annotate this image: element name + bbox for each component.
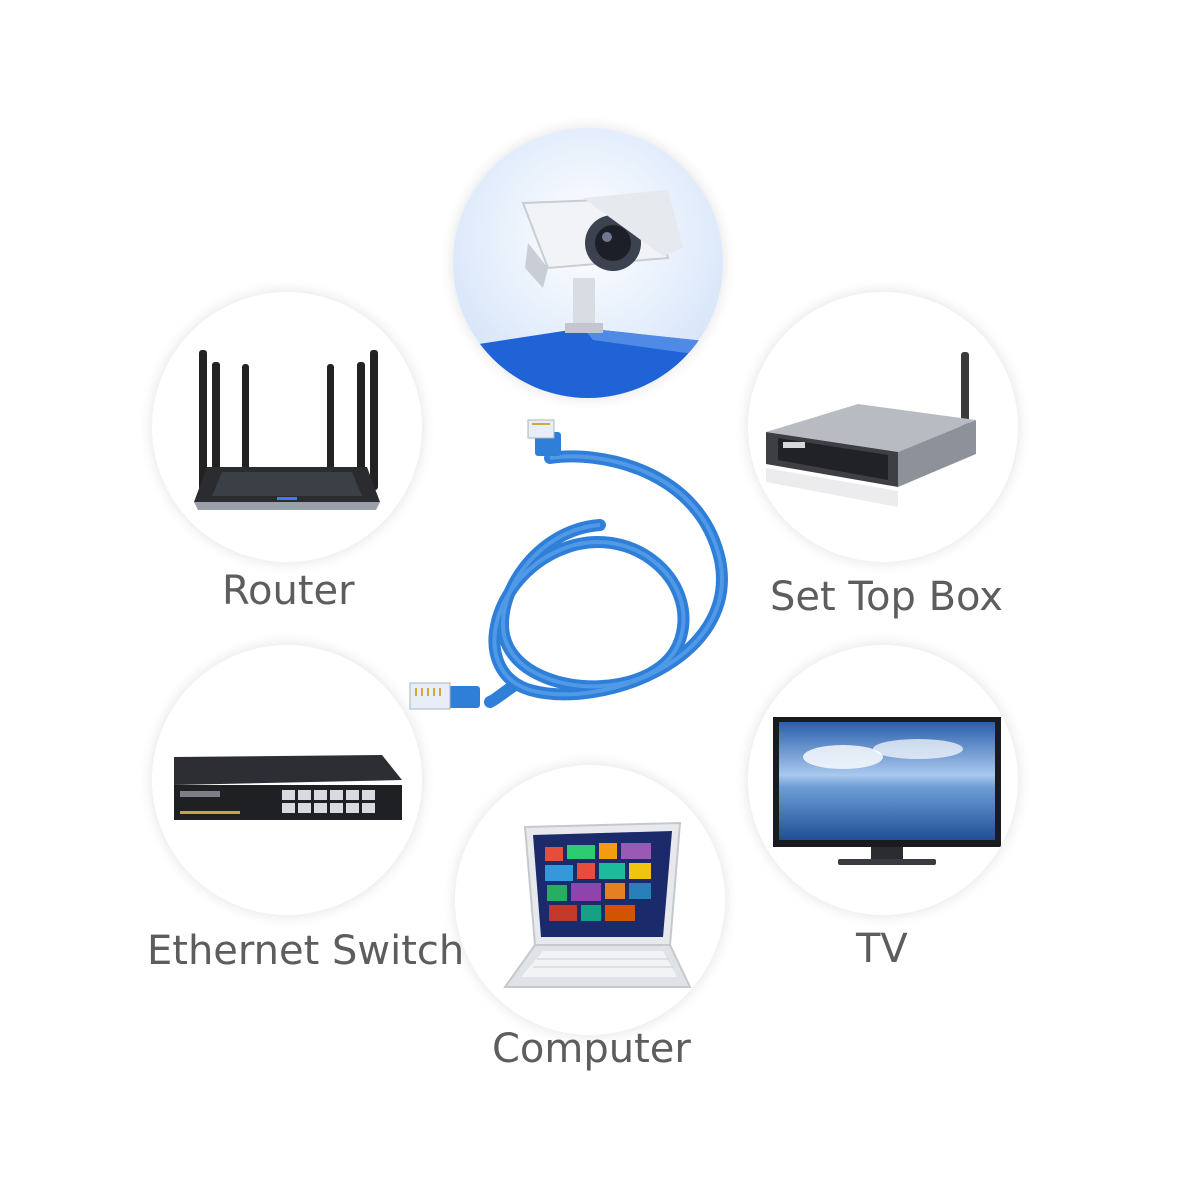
camera-circle: [453, 128, 723, 398]
computer-label: Computer: [492, 1026, 691, 1072]
laptop-icon: [503, 821, 692, 988]
router-icon: [194, 350, 380, 510]
security-camera-icon: [453, 128, 723, 398]
tv-icon: [773, 717, 1001, 865]
router-label: Router: [222, 568, 355, 614]
computer-circle: [455, 765, 725, 1035]
set-top-box-circle: [748, 292, 1018, 562]
tv-circle: [748, 645, 1018, 915]
ethernet-cable-icon: [409, 419, 728, 710]
ethernet-switch-label: Ethernet Switch: [147, 928, 465, 974]
router-circle: [152, 292, 422, 562]
set-top-box-icon: [766, 352, 976, 507]
ethernet-switch-circle: [152, 645, 422, 915]
set-top-box-label: Set Top Box: [770, 574, 1003, 620]
ethernet-switch-icon: [174, 755, 402, 820]
tv-label: TV: [856, 926, 908, 972]
